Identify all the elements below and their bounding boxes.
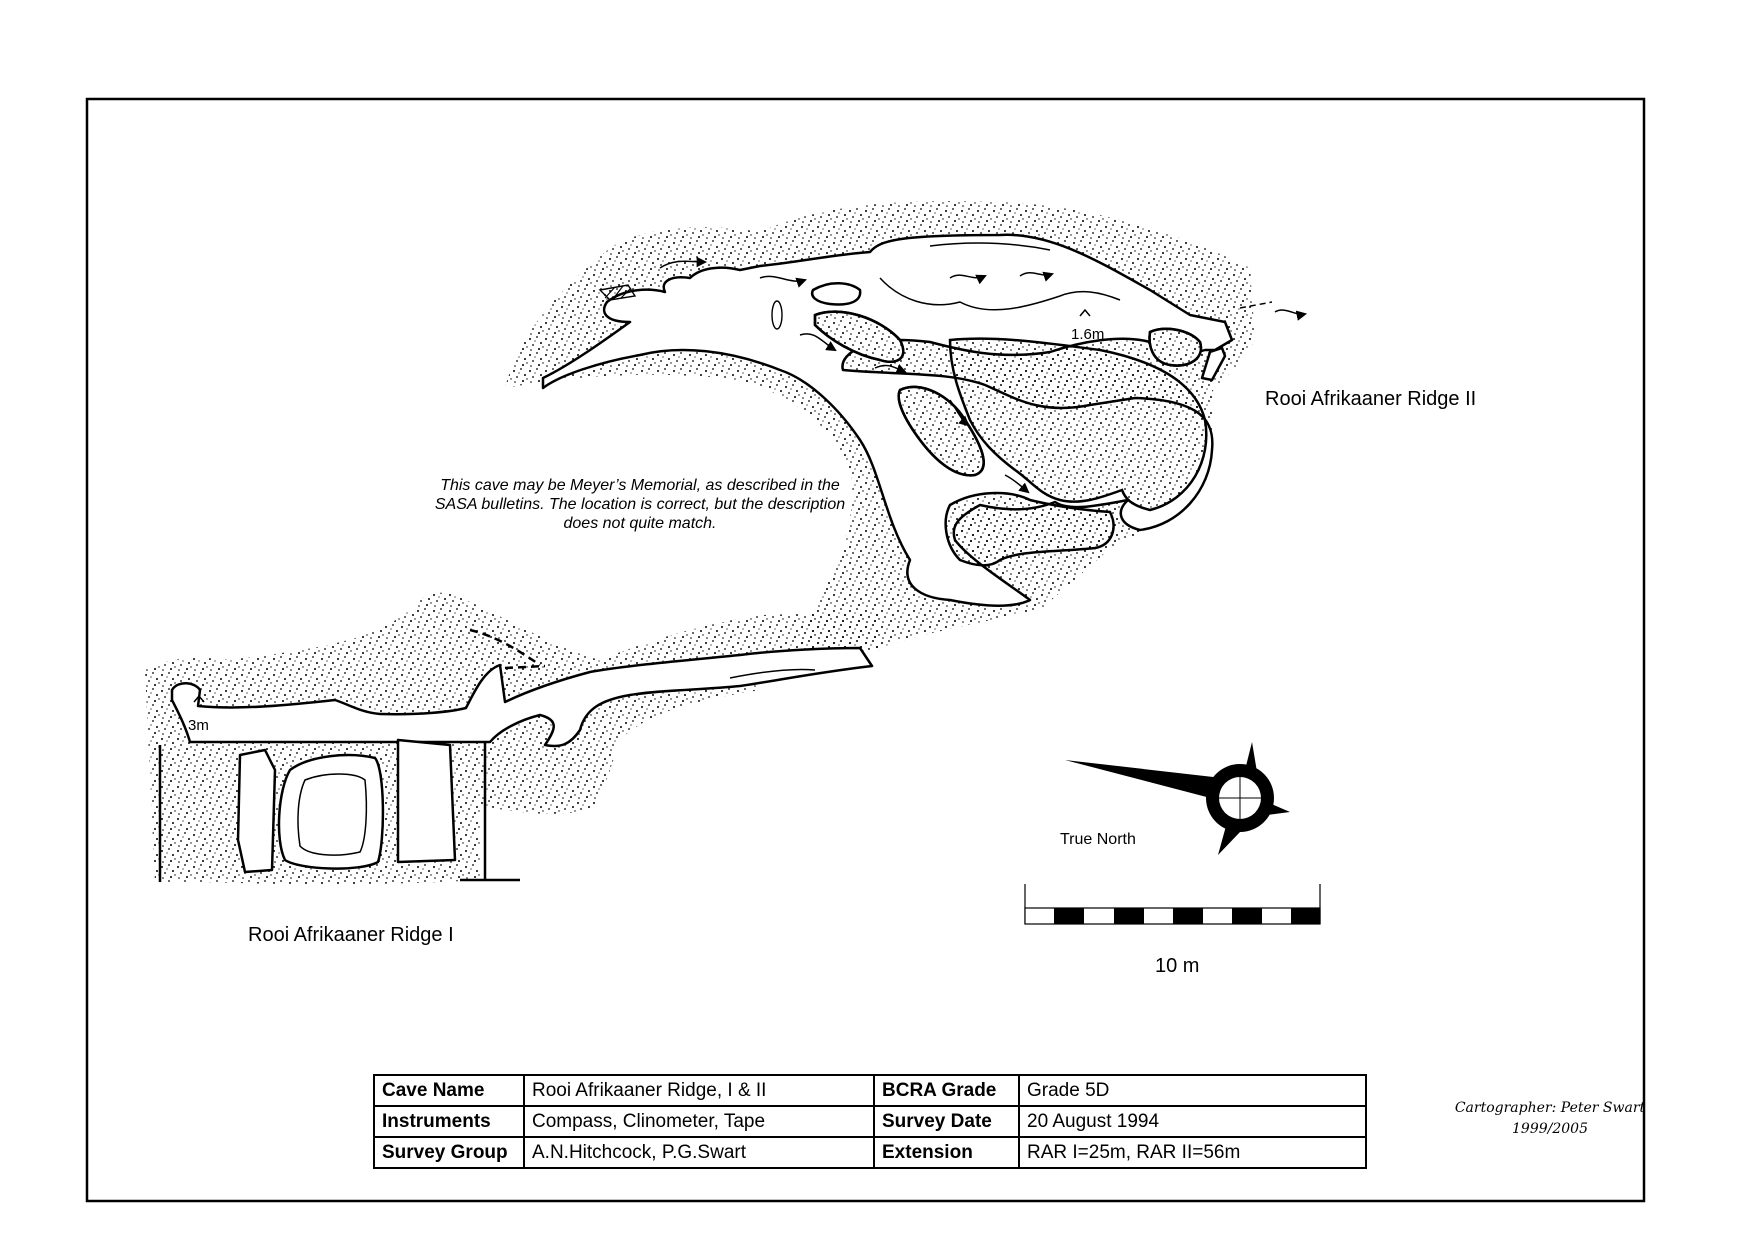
survey-group-value: A.N.Hitchcock, P.G.Swart (523, 1136, 875, 1169)
north-arrow (1065, 742, 1290, 855)
flow-arrow (874, 364, 907, 374)
ridge-1-walls-north (158, 742, 520, 882)
pillar-a (811, 282, 862, 306)
pillar-2-inner (297, 773, 368, 856)
cave-note: This cave may be Meyer’s Memorial, as de… (434, 477, 846, 532)
flow-arrow (659, 256, 708, 269)
table-row: Instruments Compass, Clinometer, Tape Su… (373, 1105, 1367, 1138)
pillar-3 (396, 738, 457, 864)
flow-arrow (1274, 309, 1308, 321)
true-north-label: True North (1060, 831, 1136, 848)
flow-arrow (759, 275, 807, 288)
ridge-1-slope-line (729, 668, 816, 679)
north-arrow-tail-s (1218, 826, 1240, 855)
survey-group-label: Survey Group (373, 1136, 525, 1169)
ridge-2-island-mid (813, 310, 905, 364)
survey-info-table: Cave Name Rooi Afrikaaner Ridge, I & II … (373, 1074, 1367, 1169)
pillar-1 (236, 748, 277, 874)
scale-bar (1024, 884, 1321, 925)
ridge-2-label: Rooi Afrikaaner Ridge II (1265, 388, 1477, 410)
flow-arrow (1019, 271, 1054, 282)
ridge-2-entrance-dashed (1239, 301, 1273, 309)
ridge-1-dashed-1 (469, 628, 541, 667)
map-frame (85, 97, 1646, 1203)
instruments-value: Compass, Clinometer, Tape (523, 1105, 875, 1138)
flow-arrow (1004, 474, 1030, 494)
flow-arrow (949, 274, 987, 285)
pillar-2 (277, 753, 385, 870)
ridge-2-cave (505, 200, 1308, 655)
instruments-label: Instruments (373, 1105, 525, 1138)
height-1-chevron (1079, 308, 1091, 317)
bcra-grade-value: Grade 5D (1018, 1074, 1367, 1107)
ridge-2-slope-line (929, 242, 1051, 251)
cartographer-credit: Cartographer: Peter Swart 1999/2005 (1415, 1098, 1685, 1140)
table-row: Cave Name Rooi Afrikaaner Ridge, I & II … (373, 1074, 1367, 1107)
extension-value: RAR I=25m, RAR II=56m (1018, 1136, 1367, 1169)
pillar-e (1200, 346, 1227, 382)
cave-name-value: Rooi Afrikaaner Ridge, I & II (523, 1074, 875, 1107)
scale-label: 10 m (1155, 955, 1200, 977)
bcra-grade-label: BCRA Grade (873, 1074, 1020, 1107)
ridge-2-ceiling-step (879, 277, 1121, 311)
ridge-2-island-large (948, 337, 1208, 512)
cave-name-label: Cave Name (373, 1074, 525, 1107)
cartographer-years: 1999/2005 (1512, 1121, 1588, 1137)
height-label-2: 3m (188, 717, 209, 734)
height-label-1: 1.6m (1071, 326, 1105, 343)
ridge-2-island-south (944, 491, 1115, 567)
ridge-2-island-east (1148, 327, 1203, 367)
cartographer-name: Cartographer: Peter Swart (1454, 1100, 1646, 1116)
flow-arrow (949, 399, 970, 427)
ridge-2-island-west (897, 385, 985, 477)
north-arrow-needle (1065, 760, 1222, 800)
ridge-1-cave (145, 592, 880, 885)
ridge-1-main-passage (170, 646, 874, 748)
table-row: Survey Group A.N.Hitchcock, P.G.Swart Ex… (373, 1136, 1367, 1169)
boulder-hatch (604, 285, 632, 300)
ridge-1-label: Rooi Afrikaaner Ridge I (248, 924, 454, 946)
flow-arrow (799, 333, 837, 352)
formation-symbol (771, 300, 783, 330)
survey-date-label: Survey Date (873, 1105, 1020, 1138)
extension-label: Extension (873, 1136, 1020, 1169)
survey-date-value: 20 August 1994 (1018, 1105, 1367, 1138)
ridge-1-entrance-chevron (193, 694, 205, 703)
ridge-1-dashed-2 (504, 664, 546, 670)
